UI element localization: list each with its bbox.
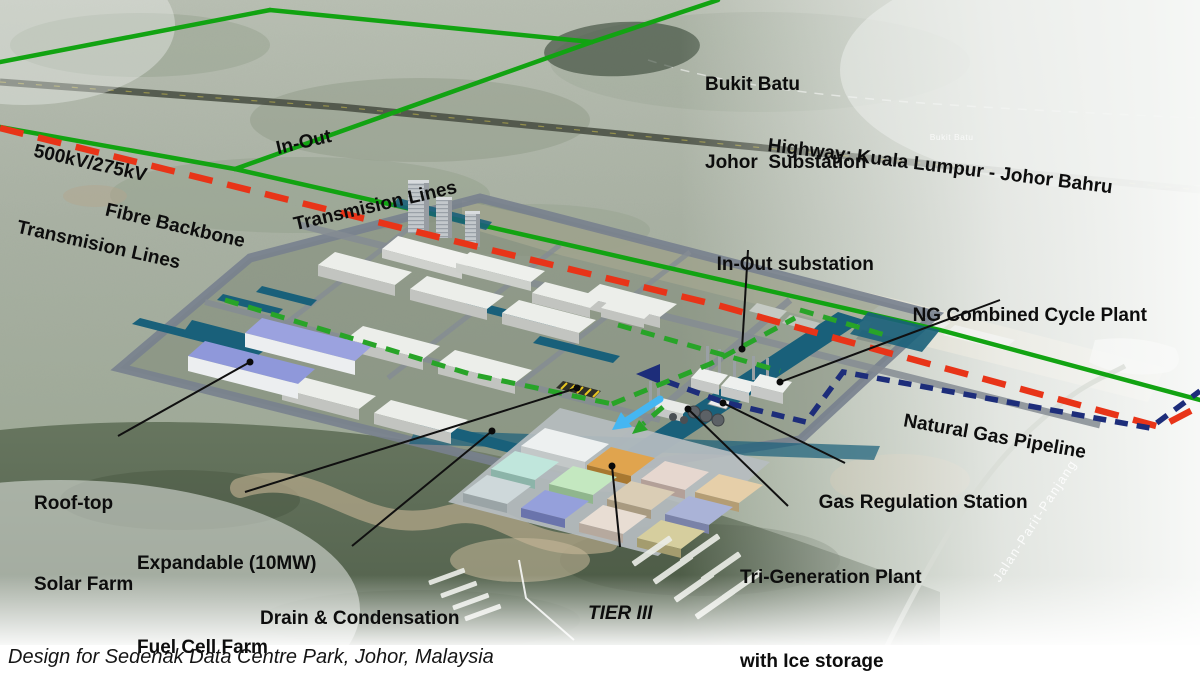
leader-tri-generation xyxy=(687,408,789,507)
leader-rooftop-solar xyxy=(117,361,251,437)
map-label-bukit-batu: Bukit Batu xyxy=(929,132,974,142)
label-rooftop-solar: Roof-top Solar Farm xyxy=(34,493,134,595)
label-gas-regulation: Gas Regulation Station xyxy=(818,492,1028,513)
leader-dots xyxy=(246,345,784,470)
pipeline-arrowhead-icon xyxy=(636,364,660,384)
tier3-cluster xyxy=(448,408,770,558)
leader-inout-substation xyxy=(741,249,749,350)
label-bukit-batu-substation: Bukit Batu Johor Substation xyxy=(705,74,867,173)
leader-gas-regulation xyxy=(722,402,846,464)
label-tri-generation: Tri-Generation Plant with Ice storage xyxy=(740,567,922,672)
figure-caption: Design for Sedenak Data Centre Park, Joh… xyxy=(8,646,494,668)
transmission-lines xyxy=(0,0,1200,403)
highrise-towers xyxy=(382,180,545,291)
bukit-batu-substation-area xyxy=(544,21,700,77)
label-fuel-cell: Expandable (10MW) Fuel Cell Farm xyxy=(137,553,317,658)
onsite-power-dashed xyxy=(224,297,886,426)
haze-top-left xyxy=(0,0,175,105)
label-tier3-cluster: TIER III Data Centre Cluster xyxy=(588,603,653,624)
caption-band xyxy=(0,645,1200,677)
haze-bottom xyxy=(0,575,1200,647)
leader-fuel-cell xyxy=(244,387,578,493)
label-ng-combined-cycle: NG Combined Cycle Plant xyxy=(912,305,1147,326)
leader-tier3 xyxy=(611,465,621,548)
leader-lines xyxy=(117,249,1001,548)
gas-pipeline-line xyxy=(636,364,1200,431)
label-in-out-substation: In-Out substation xyxy=(716,254,874,275)
power-arrowhead-icon xyxy=(632,420,648,434)
haze-top-right xyxy=(840,0,1200,190)
leader-ng-plant xyxy=(779,299,1001,383)
leader-drain-reserve xyxy=(351,430,493,547)
cooling-flow-arrow-icon xyxy=(612,395,664,430)
label-drain-reserve: Drain & Condensation Water Reserve xyxy=(260,608,460,629)
